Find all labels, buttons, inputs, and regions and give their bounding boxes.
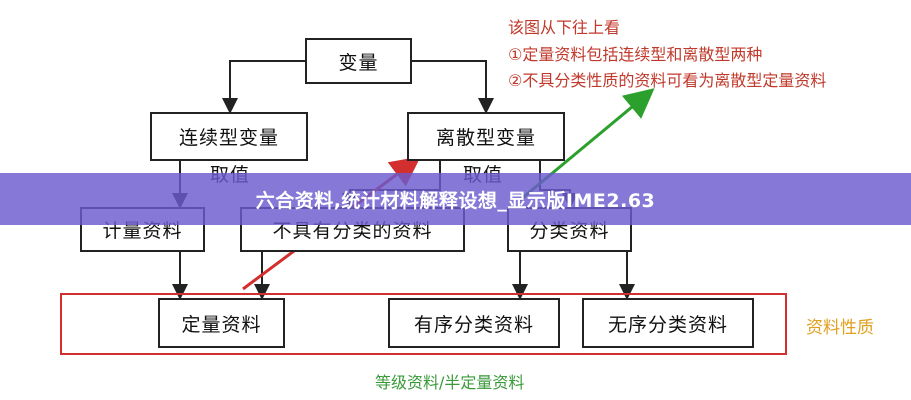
box-ordinal-categorical-data: 有序分类资料 — [388, 298, 560, 348]
box-quantitative-data: 定量资料 — [158, 298, 285, 348]
data-nature-frame — [60, 293, 787, 355]
note-line-3: ②不具分类性质的资料可看为离散型定量资料 — [508, 71, 827, 90]
connector-variable-right — [412, 60, 494, 114]
box-nominal-categorical-data: 无序分类资料 — [582, 298, 754, 348]
banner-title: 六合资料,统计材料解释设想_显示版IME2.63 — [255, 189, 656, 212]
box-continuous-variable: 连续型变量 — [150, 112, 308, 161]
box-variable: 变量 — [305, 38, 412, 84]
box-discrete-variable: 离散型变量 — [407, 112, 565, 161]
title-banner: 六合资料,统计材料解释设想_显示版IME2.63 — [0, 173, 911, 225]
connector-variable-left — [222, 60, 305, 114]
note-line-1: 该图从下往上看 — [508, 18, 621, 37]
note-line-2: ①定量资料包括连续型和离散型两种 — [508, 45, 763, 64]
data-nature-label: 资料性质 — [806, 318, 874, 338]
bottom-label: 等级资料/半定量资料 — [375, 373, 525, 392]
